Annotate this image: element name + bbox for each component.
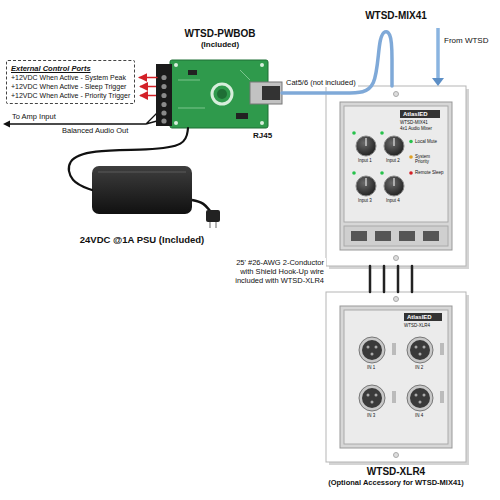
model-label: WTSD-XLR4 <box>404 323 430 328</box>
model-label: WTSD-MIX41 <box>400 120 428 125</box>
audio-wire <box>3 113 157 128</box>
input-label: IN 2 <box>415 365 423 370</box>
heading-group: WTSD-XLR4(Optional Accessory for WTSD-MI… <box>266 466 500 487</box>
wall-plate: WTSD-XLR4(Optional Accessory for WTSD-MI… <box>326 292 466 462</box>
heading-group: WTSD-PWBOB(Included) <box>98 28 342 50</box>
hookup-wire <box>370 266 412 292</box>
wall-plate: WTSD-MIX41 <box>326 86 466 266</box>
model-label: WTSD-MIX41 <box>266 10 500 22</box>
indicator-label: System Priority <box>415 154 445 164</box>
heading-group: 24VDC @1A PSU (Included) <box>32 234 252 245</box>
psu-illustration <box>92 166 220 228</box>
input-label: IN 4 <box>415 413 423 418</box>
signal-label: Balanced Audio Out <box>62 127 128 136</box>
model-label: (Included) <box>98 40 342 50</box>
control-label: Input 2 <box>386 158 400 163</box>
indicator-label: Local Mute <box>415 139 437 144</box>
port-label: +12VDC When Active - Priority Trigger <box>11 91 130 100</box>
control-label: Input 3 <box>358 198 372 203</box>
port-label: RJ45 <box>253 131 272 140</box>
from-wtsd-cable <box>432 28 444 86</box>
port-label: +12VDC When Active - Sleep Trigger <box>11 82 130 91</box>
input-label: IN 1 <box>367 365 375 370</box>
brand-logo: AtlasIED <box>403 111 428 118</box>
edge-label: Cat5/6 (not included) <box>284 78 358 87</box>
model-label: WTSD-PWBOB <box>98 28 342 40</box>
indicator-label: Remote Sleep <box>415 170 444 175</box>
control-ports-box: External Control Ports+12VDC When Active… <box>6 60 135 104</box>
breakout-board: WTSD-PWBOB(Included) <box>158 60 282 128</box>
box-heading: External Control Ports <box>11 64 130 73</box>
brand-logo: AtlasIED <box>407 314 432 321</box>
input-label: IN 3 <box>367 413 375 418</box>
xlr4-plate-illustration <box>326 292 469 465</box>
signal-label: From WTSD <box>444 36 488 45</box>
heading-group: WTSD-MIX41 <box>266 10 500 22</box>
model-label: (Optional Accessory for WTSD-MIX41) <box>266 478 500 487</box>
network-cable <box>282 32 392 93</box>
control-label: Input 1 <box>358 158 372 163</box>
power-cable <box>69 128 188 190</box>
port-label: +12VDC When Active - System Peak <box>11 73 130 82</box>
breakout-board-illustration <box>156 60 282 128</box>
signal-label: To Amp Input <box>12 113 56 122</box>
signal-arrows <box>140 87 157 96</box>
mix41-plate-illustration <box>326 86 469 269</box>
edge-label: 25' #26-AWG 2-Conductor with Shield Hook… <box>220 258 326 285</box>
model-label: WTSD-XLR4 <box>266 466 500 478</box>
model-label: 4x1 Audio Mixer <box>400 126 432 131</box>
control-label: Input 4 <box>386 198 400 203</box>
model-label: 24VDC @1A PSU (Included) <box>32 234 252 245</box>
power-supply: 24VDC @1A PSU (Included) <box>92 166 192 214</box>
signal-arrow <box>139 77 157 79</box>
